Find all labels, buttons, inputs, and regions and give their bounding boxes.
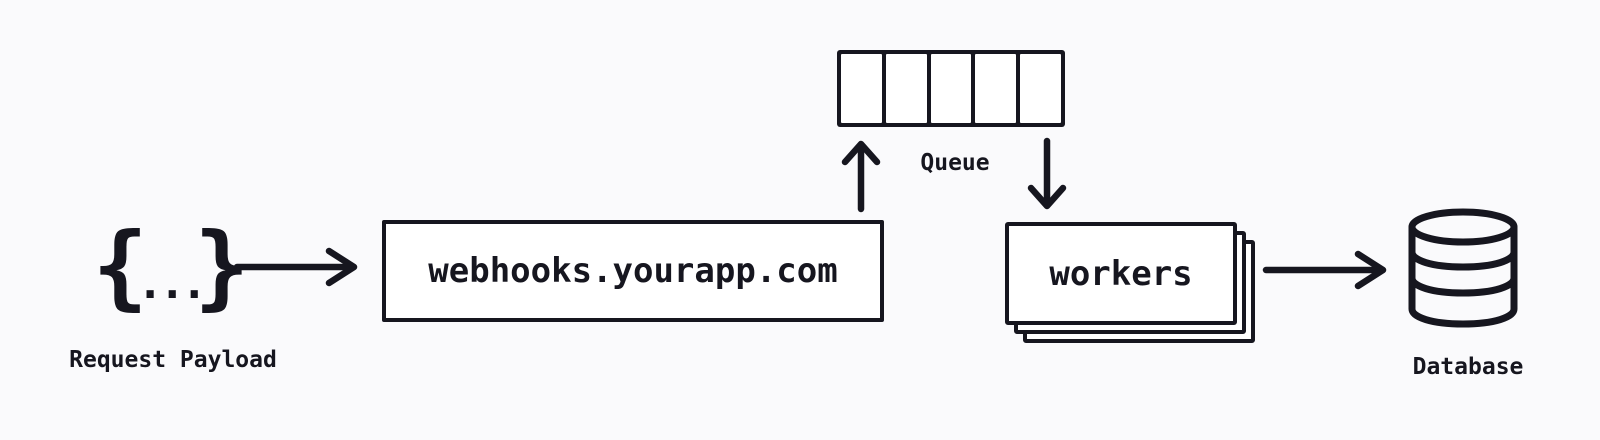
queue-icon xyxy=(837,50,1065,127)
json-payload-icon: { ... } xyxy=(86,214,256,320)
workers-label: workers xyxy=(1049,253,1193,294)
queue-cell xyxy=(885,54,927,123)
arrow-right-icon xyxy=(233,247,358,287)
workers-box: workers xyxy=(1005,222,1237,325)
queue-cell xyxy=(841,54,882,123)
payload-dots: ... xyxy=(136,258,208,309)
workers-stack-node: workers xyxy=(1005,222,1257,344)
queue-label: Queue xyxy=(920,150,990,176)
queue-cell xyxy=(930,54,972,123)
arrow-down-icon xyxy=(1027,137,1067,210)
database-label: Database xyxy=(1412,354,1524,380)
payload-brace-left: { xyxy=(92,213,148,320)
arrow-up-icon xyxy=(841,140,881,213)
webhook-endpoint-node: webhooks.yourapp.com xyxy=(382,220,884,322)
webhook-endpoint-label: webhooks.yourapp.com xyxy=(428,251,838,291)
request-payload-label: Request Payload xyxy=(69,347,277,373)
database-icon xyxy=(1408,208,1518,328)
queue-cell xyxy=(1020,54,1061,123)
arrow-right-icon xyxy=(1262,250,1387,290)
queue-cell xyxy=(975,54,1017,123)
